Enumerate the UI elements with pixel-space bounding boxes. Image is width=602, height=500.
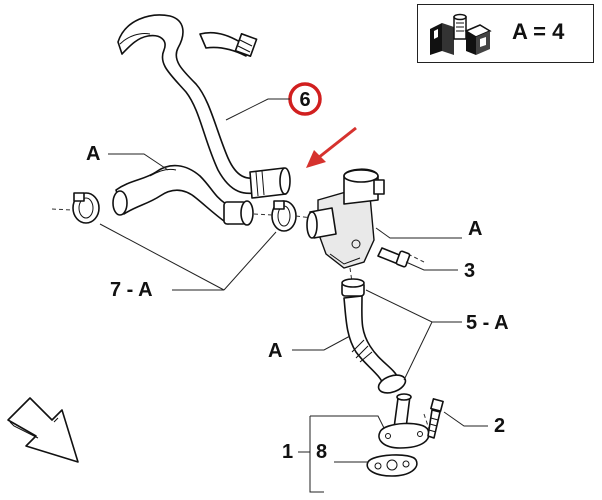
callout-7a-leader — [99, 223, 277, 291]
axis-line-right — [295, 215, 313, 219]
callout-a2: A — [468, 218, 482, 240]
hose-clamp-left — [72, 192, 100, 224]
bolt-2 — [427, 398, 444, 439]
callout-a1: A — [86, 143, 100, 165]
upper-coolant-hose — [117, 14, 291, 199]
callout-a3-leader — [292, 335, 351, 351]
axis-line-bolt3 — [407, 253, 425, 263]
callout-2: 2 — [494, 415, 505, 437]
callout-2-leader — [443, 411, 488, 427]
lower-coolant-hose — [341, 278, 407, 394]
legend-text: A = 4 — [512, 19, 565, 44]
legend-box: A = 4 — [417, 4, 594, 63]
callout-7a: 7 - A — [110, 279, 153, 301]
callout-6-leader — [225, 98, 290, 121]
callout-1: 1 — [282, 441, 293, 463]
callout-1-leader — [298, 415, 385, 493]
callout-6-label: 6 — [299, 89, 310, 111]
middle-coolant-hose — [112, 164, 254, 226]
kit-box-icon — [430, 13, 492, 55]
callout-a1-leader — [108, 153, 169, 171]
flange-pipe — [378, 393, 430, 449]
callout-3: 3 — [464, 260, 475, 282]
callout-8: 8 — [316, 441, 327, 463]
axis-line-down — [349, 267, 353, 283]
gasket-8 — [366, 454, 418, 477]
callout-a2-leader — [375, 227, 462, 239]
axis-line-left — [51, 208, 73, 211]
axis-line-mid — [253, 213, 273, 216]
red-pointer-arrow — [306, 126, 357, 168]
callout-5a-leader — [365, 289, 462, 381]
hose-clamp-right — [271, 200, 297, 232]
valve-body — [306, 168, 385, 269]
bolt-3 — [377, 247, 411, 268]
callout-6-badge: 6 — [288, 82, 322, 116]
callout-5a: 5 - A — [466, 312, 509, 334]
direction-arrow-icon — [7, 397, 79, 463]
callout-3-leader — [405, 261, 458, 271]
callout-a3: A — [268, 340, 282, 362]
